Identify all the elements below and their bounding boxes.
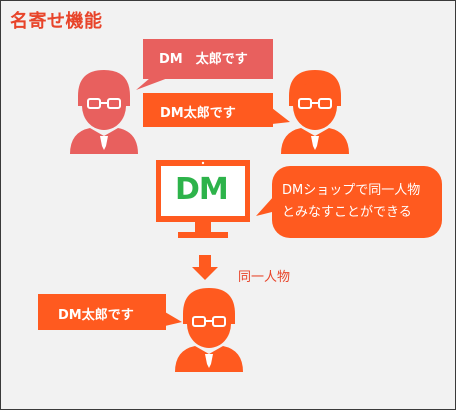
bubble-text-bottom: DM太郎です (58, 308, 134, 323)
bubble-text-orange: DM太郎です (160, 106, 236, 121)
speech-bubble-pink (136, 39, 273, 90)
monitor-icon (156, 160, 250, 238)
tie-icon-top-left (100, 136, 108, 150)
arrow-label: 同一人物 (238, 270, 291, 285)
callout-line-1: DMショップで同一人物 (282, 183, 421, 198)
person-icon-top-left (70, 70, 138, 154)
tie-icon-top-right (311, 136, 319, 150)
diagram-title: 名寄せ機能 (10, 11, 103, 32)
glasses-icon-bottom (192, 316, 226, 327)
down-arrow-icon (192, 255, 218, 280)
callout-line-2: とみなすことができる (282, 205, 412, 220)
speech-bubble-bottom (38, 294, 182, 330)
glasses-icon-top-right (298, 98, 332, 109)
bubble-text-pink: DM 太郎です (159, 52, 248, 67)
dm-logo: DM (175, 172, 229, 207)
speech-bubble-orange (143, 93, 290, 127)
person-icon-top-right (281, 70, 349, 154)
person-icon-bottom (175, 288, 243, 372)
tie-icon-bottom (205, 354, 213, 368)
glasses-icon-top-left (87, 98, 121, 109)
callout-bubble (256, 166, 442, 238)
